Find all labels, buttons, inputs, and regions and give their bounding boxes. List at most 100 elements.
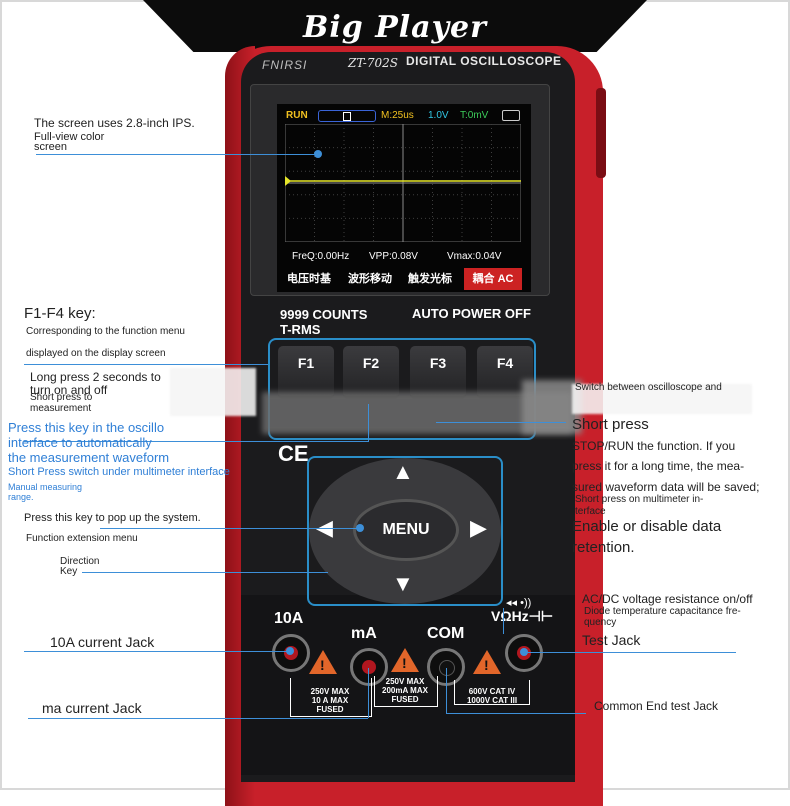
warning-icon-3	[473, 650, 501, 674]
leader-right-keys	[436, 422, 566, 423]
timebase-readout: M:25us	[381, 110, 414, 121]
ann-popup: Press this key to pop up the system.	[24, 512, 201, 524]
ann-screen-2: Full-view color	[34, 131, 105, 143]
label-10a: 10A	[274, 610, 304, 627]
ann-osc-press-1: Press this key in the oscillo	[8, 420, 165, 435]
leader-vohm-v	[503, 608, 504, 634]
up-arrow-icon[interactable]: ▲	[392, 459, 414, 484]
leader-osc-press	[24, 441, 368, 442]
ann-stop-run-1: STOP/RUN the function. If you	[572, 439, 736, 453]
warning-mark-2: !	[402, 655, 407, 671]
ann-long-press-1: Long press 2 seconds to	[30, 370, 161, 384]
warning-icon-2	[391, 648, 419, 672]
model-description: DIGITAL OSCILLOSCOPE	[406, 54, 562, 68]
ann-enable-1: Enable or disable data	[572, 518, 722, 535]
rating-10a-line2: 10 A MAX	[311, 696, 349, 705]
ann-fkey-desc-1: Corresponding to the function menu	[26, 326, 185, 337]
ann-short-measure-1: Short press to	[30, 392, 93, 403]
ann-osc-press-3: the measurement waveform	[8, 450, 170, 465]
leader-test-jack	[524, 652, 736, 653]
ann-long-press-2: turn on and off	[30, 383, 108, 397]
rating-10a: 250V MAX 10 A MAX FUSED	[300, 687, 360, 714]
left-arrow-icon[interactable]: ◀	[316, 515, 333, 540]
func-label-4: 耦合 AC	[464, 268, 522, 290]
menu-button[interactable]: MENU	[353, 499, 459, 561]
leader-fkeys	[24, 364, 268, 365]
ann-test-jack: Test Jack	[582, 632, 641, 648]
label-ma: mA	[351, 625, 377, 642]
rating-bracket-3	[454, 680, 530, 705]
rating-ma-line2: 200mA MAX	[382, 686, 428, 695]
volts-readout: 1.0V	[428, 110, 449, 121]
rating-10a-line3: FUSED	[316, 705, 344, 714]
ann-short-mm-2: terface	[575, 506, 606, 517]
dot-menu	[356, 524, 364, 532]
ann-acdc-1: AC/DC voltage resistance on/off	[582, 592, 753, 606]
jack-ma[interactable]	[350, 648, 388, 686]
title-banner: Big Player	[143, 0, 647, 52]
memory-bar-cursor	[343, 112, 351, 121]
memory-bar	[318, 110, 376, 122]
nav-pad-highlight	[307, 456, 503, 606]
ann-screen-3: screen	[34, 141, 68, 153]
jack-com-socket	[439, 660, 455, 676]
rating-bracket-2	[374, 676, 438, 707]
trms-line: T-RMS	[280, 322, 321, 337]
banner-title: Big Player	[303, 10, 487, 45]
ann-acdc-3: quency	[584, 617, 617, 628]
waveform-grid	[285, 124, 521, 242]
jack-panel	[241, 595, 575, 775]
leader-osc-press-v	[368, 404, 369, 442]
ann-manual-1: Manual measuring	[8, 482, 83, 492]
right-arrow-icon[interactable]: ▶	[470, 515, 487, 540]
battery-icon	[502, 110, 520, 121]
vohm-label: VΩHz⊣⊢	[491, 608, 554, 624]
func-label-2: 波形移动	[348, 273, 392, 285]
down-arrow-icon[interactable]: ▼	[392, 571, 414, 596]
ann-osc-press-2: interface to automatically	[8, 435, 152, 450]
auto-power-off-label: AUTO POWER OFF	[412, 306, 531, 321]
ann-direction-2: Key	[60, 566, 78, 577]
ann-enable-2: retention.	[572, 539, 635, 556]
vmax-readout: Vmax:0.04V	[447, 251, 502, 262]
ann-mm-short: Short Press switch under multimeter inte…	[8, 466, 230, 478]
run-status: RUN	[286, 110, 308, 121]
meter-symbols: ◂◂ •))	[506, 597, 532, 609]
dot-test-jack	[520, 648, 528, 656]
ann-jack-ma: ma current Jack	[42, 700, 142, 716]
ann-short-mm-1: Short press on multimeter in-	[575, 494, 704, 505]
warning-mark-1: !	[320, 657, 325, 673]
ann-short-measure-2: measurement	[30, 403, 92, 414]
counts-label: 9999 COUNTS T-RMS	[280, 307, 367, 337]
ann-manual-2: range.	[8, 492, 34, 502]
ann-fkey-title: F1-F4 key:	[24, 305, 96, 322]
warning-mark-3: !	[484, 657, 489, 673]
rating-bracket-1	[290, 678, 372, 717]
ce-mark: CE	[278, 441, 309, 466]
display-screen	[277, 104, 531, 292]
blurred-key-row	[262, 392, 572, 434]
leader-ma-v	[368, 668, 369, 718]
func-label-3: 触发光标	[408, 273, 452, 285]
ann-acdc-2: Diode temperature capacitance fre-	[584, 606, 741, 617]
f3-button[interactable]: F3	[410, 346, 466, 399]
ann-screen-1: The screen uses 2.8-inch IPS.	[34, 116, 195, 130]
side-button[interactable]	[596, 88, 606, 178]
warning-icon-1	[309, 650, 337, 674]
brand-logo: FNIRSI	[262, 58, 308, 72]
rating-ma: 250V MAX 200mA MAX FUSED	[376, 677, 434, 704]
trigger-marker-icon	[285, 176, 291, 186]
dot-screen	[314, 150, 322, 158]
leader-10a	[24, 651, 290, 652]
text-overlay-left	[170, 368, 256, 416]
ann-common-jack: Common End test Jack	[594, 699, 719, 713]
rating-ma-line1: 250V MAX	[385, 677, 425, 686]
ann-fkey-desc-2: displayed on the display screen	[26, 348, 166, 359]
ann-jack-10a: 10A current Jack	[50, 634, 155, 650]
leader-ma	[28, 718, 368, 719]
text-overlay-right	[572, 384, 752, 414]
func-label-1: 电压时基	[287, 273, 331, 285]
trigger-readout: T:0mV	[460, 110, 489, 121]
ann-func-ext: Function extension menu	[26, 533, 138, 544]
freq-readout: FreQ:0.00Hz	[292, 251, 350, 262]
